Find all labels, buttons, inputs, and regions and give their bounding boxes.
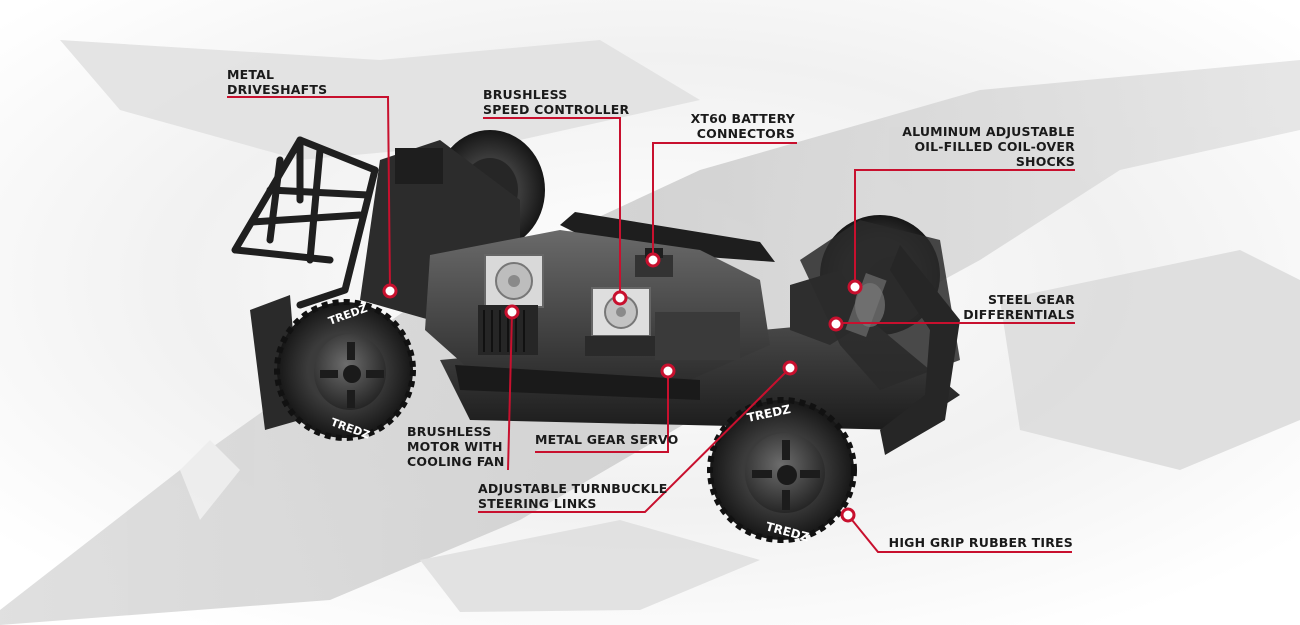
callout-leaders	[227, 96, 1075, 553]
front-shock	[845, 273, 887, 337]
callout-metal-gear-servo: METAL GEAR SERVO	[535, 432, 679, 447]
callout-markers	[382, 252, 863, 523]
marker-differentials	[828, 316, 844, 332]
callout-turnbuckle-steering-links: ADJUSTABLE TURNBUCKLE STEERING LINKS	[478, 481, 668, 511]
marker-speed-controller	[612, 290, 628, 306]
front-near-wheel: TREDZ TREDZ	[707, 397, 857, 544]
marker-servo	[660, 363, 676, 379]
leader-servo	[535, 371, 669, 453]
leader-motor	[507, 311, 513, 471]
front-bumper-cage	[231, 136, 379, 309]
leader-battery-connectors	[652, 142, 797, 258]
marker-motor	[504, 304, 520, 320]
callout-xt60-battery-connectors: XT60 BATTERY CONNECTORS	[690, 111, 795, 141]
servo	[655, 312, 740, 360]
leader-tires	[847, 514, 1072, 553]
front-bumper	[880, 245, 960, 455]
callout-brushless-motor: BRUSHLESS MOTOR WITH COOLING FAN	[407, 424, 505, 469]
marker-turnbuckle	[782, 360, 798, 376]
callout-brushless-speed-controller: BRUSHLESS SPEED CONTROLLER	[483, 87, 630, 117]
esc-fan	[585, 287, 655, 356]
callout-metal-driveshafts: METAL DRIVESHAFTS	[227, 67, 328, 97]
leader-turnbuckle	[478, 367, 791, 513]
marker-metal-driveshafts	[382, 283, 398, 299]
leader-shocks	[854, 169, 1075, 286]
rc-car: TREDZ TREDZ TREDZ TREDZ	[231, 130, 960, 544]
marker-tires	[840, 507, 856, 523]
motor-fan	[478, 254, 544, 355]
leader-metal-driveshafts	[227, 96, 391, 291]
marker-battery-connectors	[645, 252, 661, 268]
callout-aluminum-shocks: ALUMINUM ADJUSTABLE OIL-FILLED COIL-OVER…	[902, 124, 1075, 169]
callout-steel-gear-differentials: STEEL GEAR DIFFERENTIALS	[963, 292, 1075, 322]
rear-near-wheel: TREDZ TREDZ	[274, 299, 416, 442]
leader-speed-controller	[483, 117, 621, 297]
callout-high-grip-rubber-tires: HIGH GRIP RUBBER TIRES	[888, 535, 1073, 550]
marker-shocks	[847, 279, 863, 295]
